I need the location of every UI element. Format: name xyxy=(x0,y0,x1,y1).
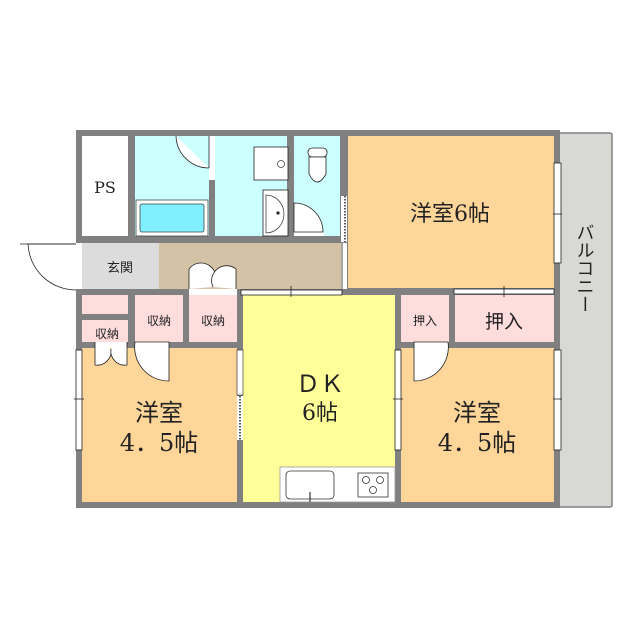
oshiire-small xyxy=(401,295,449,342)
kitchen-sink-icon xyxy=(285,470,335,502)
room-door-icon xyxy=(134,341,170,382)
storage-mid-2 xyxy=(189,295,237,342)
label-storage-left-small: 収納 xyxy=(95,327,119,341)
window-icon xyxy=(553,162,562,264)
room-ps xyxy=(82,136,128,236)
room-western-6 xyxy=(348,136,554,288)
label-ps: PS xyxy=(94,178,116,197)
label-entrance: 玄関 xyxy=(107,261,133,276)
label-dk-size: 6帖 xyxy=(302,401,338,426)
gas-stove-icon xyxy=(357,472,389,498)
sliding-door-icon xyxy=(393,349,403,451)
toilet-icon xyxy=(307,147,328,183)
oshiire-sliding-door-icon xyxy=(453,286,555,297)
closet-double-door-icon xyxy=(94,342,128,366)
balcony xyxy=(555,132,613,508)
label-western-right: 洋室 xyxy=(453,399,501,427)
window-icon xyxy=(553,349,562,451)
label-dk: ＤＫ xyxy=(296,370,344,398)
room-door-icon xyxy=(413,341,449,382)
storage-left-top xyxy=(82,295,128,314)
bathroom-door-icon xyxy=(175,135,215,180)
room-hall xyxy=(159,243,342,289)
window-icon xyxy=(74,349,84,451)
bathtub-icon xyxy=(135,199,209,237)
washing-machine-icon xyxy=(253,146,289,181)
room-entrance xyxy=(82,243,159,289)
label-balcony: バルコニー xyxy=(574,223,595,313)
label-western-left: 洋室 xyxy=(135,399,183,427)
storage-left-small xyxy=(82,320,128,342)
label-western-6: 洋室6帖 xyxy=(410,202,490,227)
sliding-partition-icon xyxy=(341,196,347,289)
oshiire-large xyxy=(455,295,554,342)
dk-sliding-door-icon xyxy=(240,286,343,297)
label-western-right-size: 4．5帖 xyxy=(438,429,517,457)
storage-double-door-icon xyxy=(188,262,237,295)
toilet-door-icon xyxy=(293,202,324,236)
label-oshiire-small: 押入 xyxy=(413,314,437,328)
washbasin-icon xyxy=(262,189,289,237)
storage-mid-1 xyxy=(135,295,183,342)
label-storage-mid-2: 収納 xyxy=(201,314,225,328)
entrance-door-icon xyxy=(20,243,82,291)
sliding-partition-icon xyxy=(236,349,244,440)
label-oshiire-large: 押入 xyxy=(485,311,523,333)
label-western-left-size: 4．5帖 xyxy=(120,429,199,457)
label-storage-mid-1: 収納 xyxy=(147,314,171,328)
kitchen-counter xyxy=(279,466,396,503)
